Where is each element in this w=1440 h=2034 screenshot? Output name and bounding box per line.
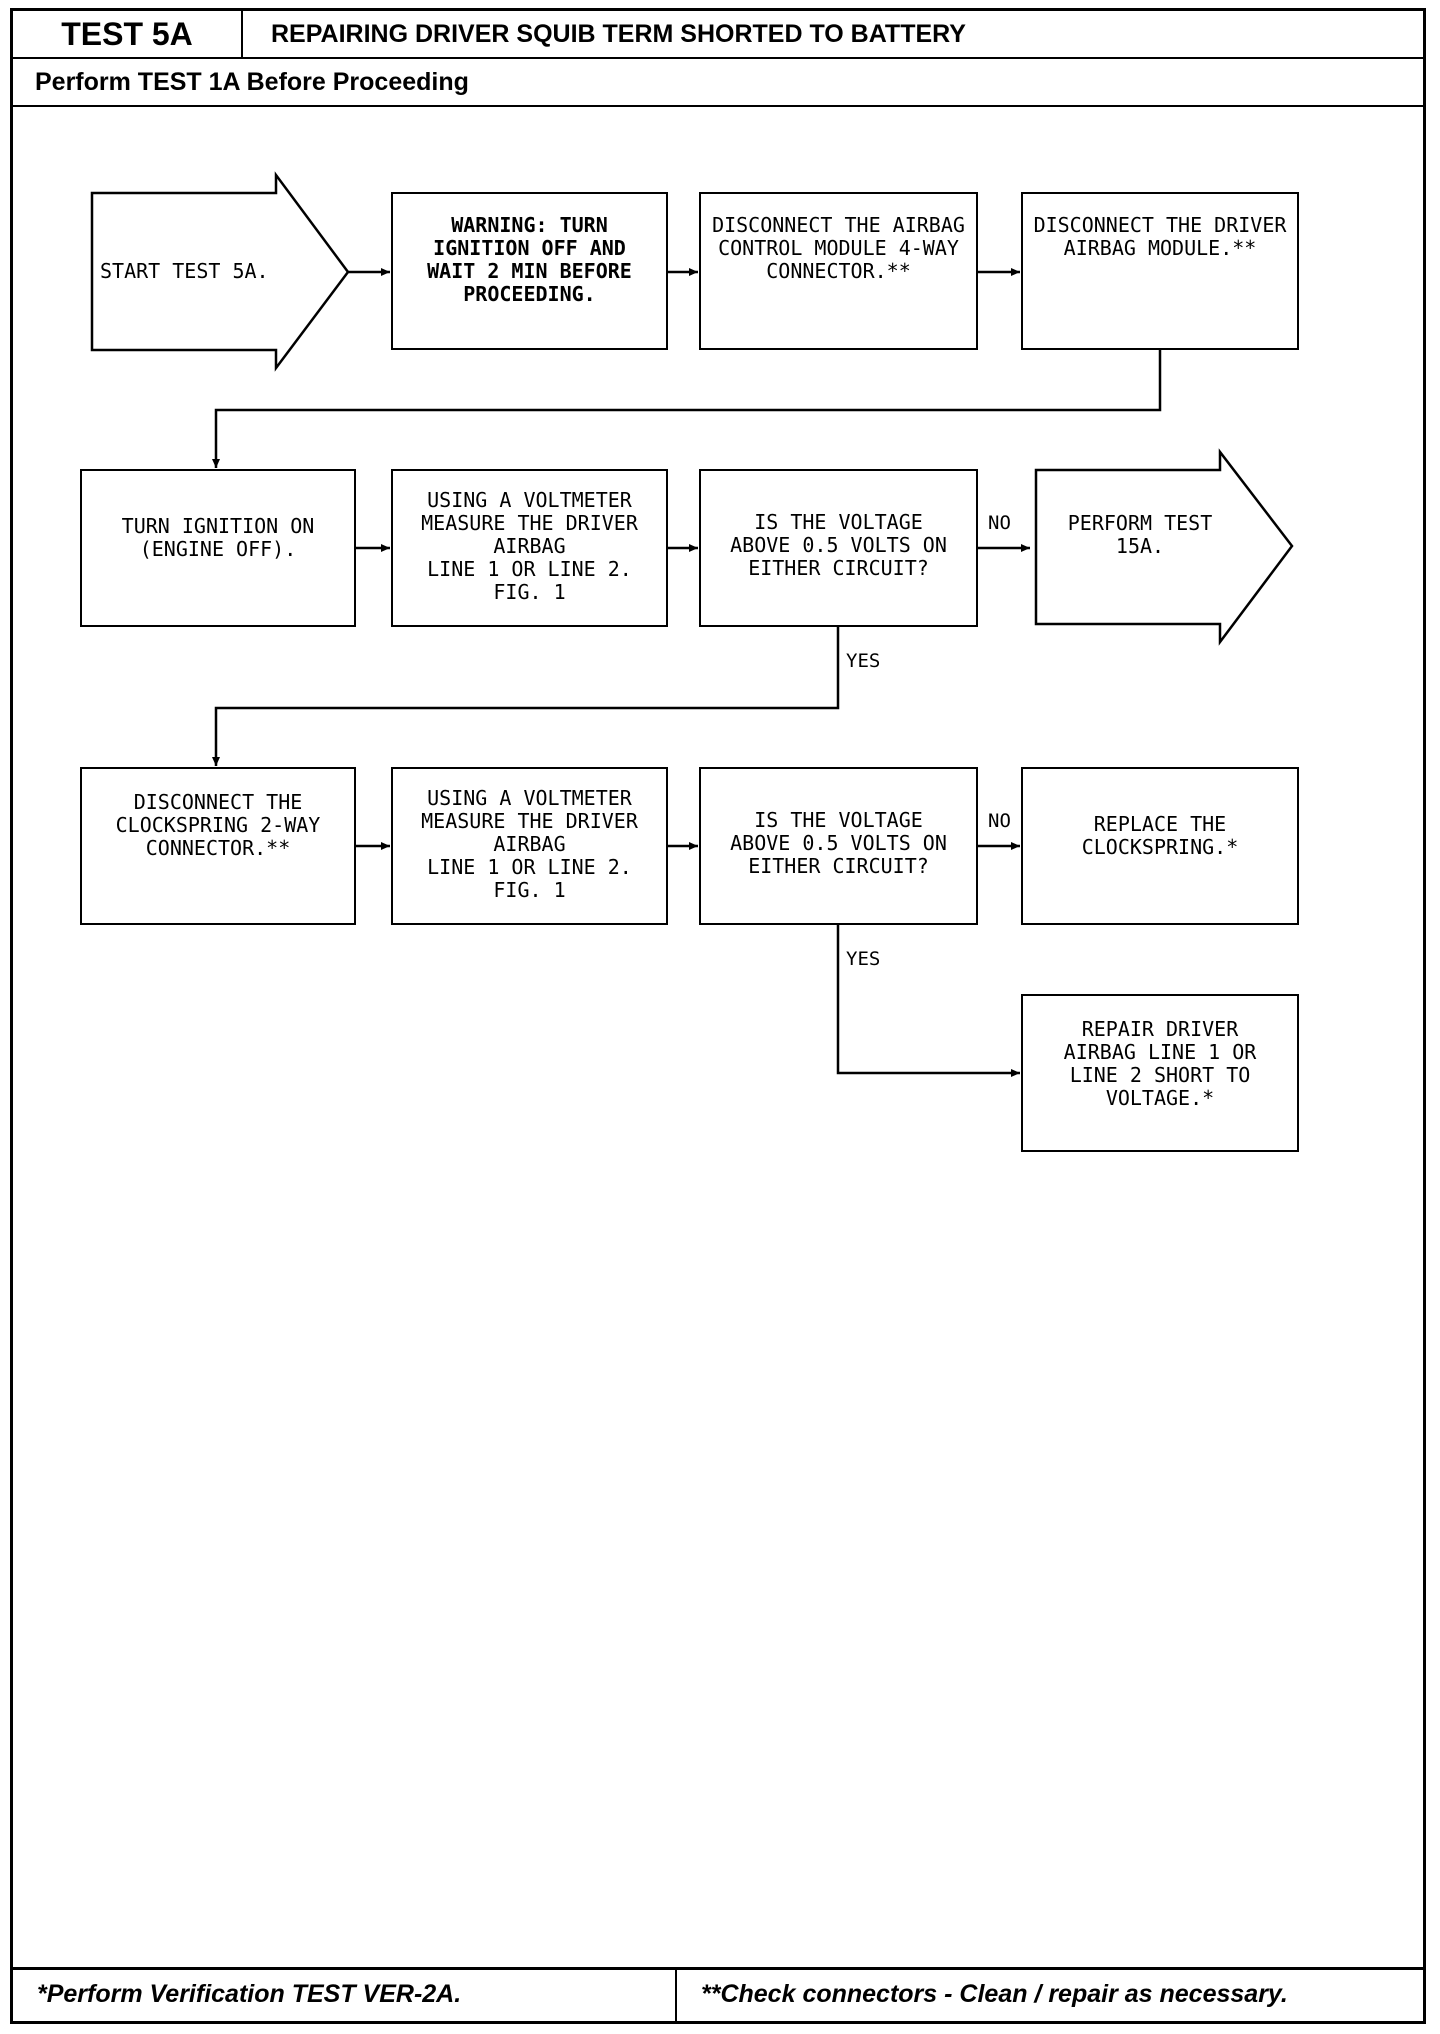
prerequisite-note: Perform TEST 1A Before Proceeding xyxy=(13,59,1423,107)
label-yes-second: YES xyxy=(846,948,881,970)
step-disconnect-acm-connector: DISCONNECT THE AIRBAG CONTROL MODULE 4-W… xyxy=(699,192,978,350)
connector-question2-yes xyxy=(836,925,1020,1077)
decision-voltage-above-0-5-second: IS THE VOLTAGE ABOVE 0.5 VOLTS ON EITHER… xyxy=(699,767,978,925)
page-frame: TEST 5A REPAIRING DRIVER SQUIB TERM SHOR… xyxy=(10,8,1426,2024)
step-perform-test-15a: PERFORM TEST 15A. xyxy=(1067,511,1213,558)
test-title: REPAIRING DRIVER SQUIB TERM SHORTED TO B… xyxy=(243,11,1423,59)
label-no-second: NO xyxy=(988,810,1011,832)
step-measure-driver-airbag-1: USING A VOLTMETER MEASURE THE DRIVER AIR… xyxy=(391,469,668,627)
test-id: TEST 5A xyxy=(13,11,243,59)
footer-bar xyxy=(13,1967,1423,2021)
step-replace-clockspring: REPLACE THE CLOCKSPRING.* xyxy=(1021,767,1299,925)
step-repair-driver-airbag-line: REPAIR DRIVER AIRBAG LINE 1 OR LINE 2 SH… xyxy=(1021,994,1299,1152)
perform-15a-arrow-shape xyxy=(1034,448,1294,646)
label-yes-first: YES xyxy=(846,650,881,672)
step-disconnect-clockspring-connector: DISCONNECT THE CLOCKSPRING 2-WAY CONNECT… xyxy=(80,767,356,925)
connector-question1-yes xyxy=(212,627,840,766)
step-turn-ignition-on: TURN IGNITION ON (ENGINE OFF). xyxy=(80,469,356,627)
start-arrow-shape xyxy=(90,171,350,372)
step-disconnect-driver-airbag-module: DISCONNECT THE DRIVER AIRBAG MODULE.** xyxy=(1021,192,1299,350)
connector-row1-to-row2 xyxy=(212,350,1162,468)
step-warning-ignition-off: WARNING: TURN IGNITION OFF AND WAIT 2 MI… xyxy=(391,192,668,350)
step-measure-driver-airbag-2: USING A VOLTMETER MEASURE THE DRIVER AIR… xyxy=(391,767,668,925)
decision-voltage-above-0-5-first: IS THE VOLTAGE ABOVE 0.5 VOLTS ON EITHER… xyxy=(699,469,978,627)
label-no-first: NO xyxy=(988,512,1011,534)
footer-verification-note: *Perform Verification TEST VER-2A. xyxy=(13,1967,677,2021)
step-start-test-5a: START TEST 5A. xyxy=(100,259,269,283)
footer-connector-note: **Check connectors - Clean / repair as n… xyxy=(701,1979,1288,2008)
